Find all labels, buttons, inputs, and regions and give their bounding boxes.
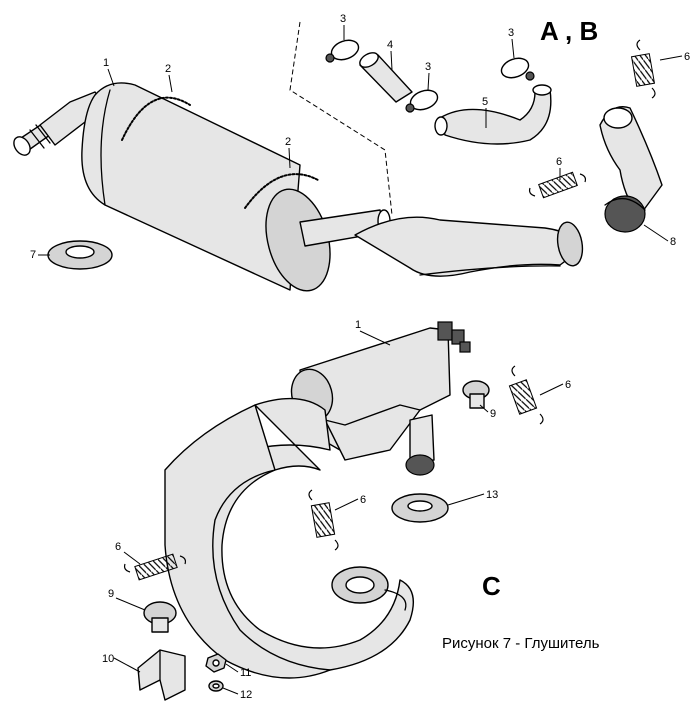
assembly-c: 1 6 9 6 13 6 9 10 11 12 C xyxy=(102,319,571,701)
callout-12: 12 xyxy=(240,689,252,701)
callout-2-a: 2 xyxy=(165,63,171,75)
callout-6-e: 6 xyxy=(115,541,121,553)
callout-3-b: 3 xyxy=(425,61,431,73)
callout-9-b: 9 xyxy=(108,588,114,600)
callout-4: 4 xyxy=(387,39,393,51)
rubber-cap-9b xyxy=(143,601,177,633)
callout-7: 7 xyxy=(30,249,36,261)
spring-6e xyxy=(123,553,187,581)
mount-spring-2a xyxy=(121,96,191,141)
washer-13 xyxy=(391,493,449,523)
muffler-canister xyxy=(81,82,331,292)
nut-11 xyxy=(205,653,227,673)
callout-3-c: 3 xyxy=(508,27,514,39)
group-label-c: C xyxy=(482,571,501,601)
alignment-dashed-line xyxy=(289,21,393,216)
callouts-lower: 1 6 9 6 13 6 9 10 11 12 xyxy=(102,319,571,701)
callouts-upper: 1 2 2 3 4 3 3 5 6 6 7 8 xyxy=(30,13,690,261)
callout-8: 8 xyxy=(670,236,676,248)
bushing-7 xyxy=(47,240,113,270)
callout-1-top: 1 xyxy=(103,57,109,69)
tail-pipe xyxy=(354,216,584,277)
callout-3-a: 3 xyxy=(340,13,346,25)
callout-10: 10 xyxy=(102,653,114,665)
end-cap-8 xyxy=(599,106,663,233)
callout-6-a: 6 xyxy=(684,51,690,63)
callout-6-d: 6 xyxy=(360,494,366,506)
callout-9-a: 9 xyxy=(490,408,496,420)
callout-6-c: 6 xyxy=(565,379,571,391)
figure-caption: Рисунок 7 - Глушитель xyxy=(442,635,600,652)
clamp-3a xyxy=(325,39,360,63)
curved-hose-5 xyxy=(434,84,552,145)
clamp-3c xyxy=(500,57,535,81)
spring-6c xyxy=(508,365,544,425)
callout-6-b: 6 xyxy=(556,156,562,168)
callout-11: 11 xyxy=(240,667,251,679)
callout-1-bottom: 1 xyxy=(355,319,361,331)
spring-6b xyxy=(528,171,587,199)
callout-5: 5 xyxy=(482,96,488,108)
rubber-cap-9a xyxy=(462,380,490,409)
clamp-3b xyxy=(405,89,439,113)
spring-6d xyxy=(308,489,339,551)
callout-13: 13 xyxy=(486,489,498,501)
connecting-tube-4 xyxy=(359,52,413,103)
assembly-ab: 1 2 2 3 4 3 3 5 6 6 7 8 A , B xyxy=(13,13,690,292)
spring-6a xyxy=(630,39,656,99)
outlet-stub-c xyxy=(405,414,435,476)
callout-2-b: 2 xyxy=(285,136,291,148)
washer-12 xyxy=(208,680,224,692)
bracket-10 xyxy=(137,649,186,701)
mount-spring-2b xyxy=(244,173,319,209)
group-label-ab: A , B xyxy=(540,16,598,46)
